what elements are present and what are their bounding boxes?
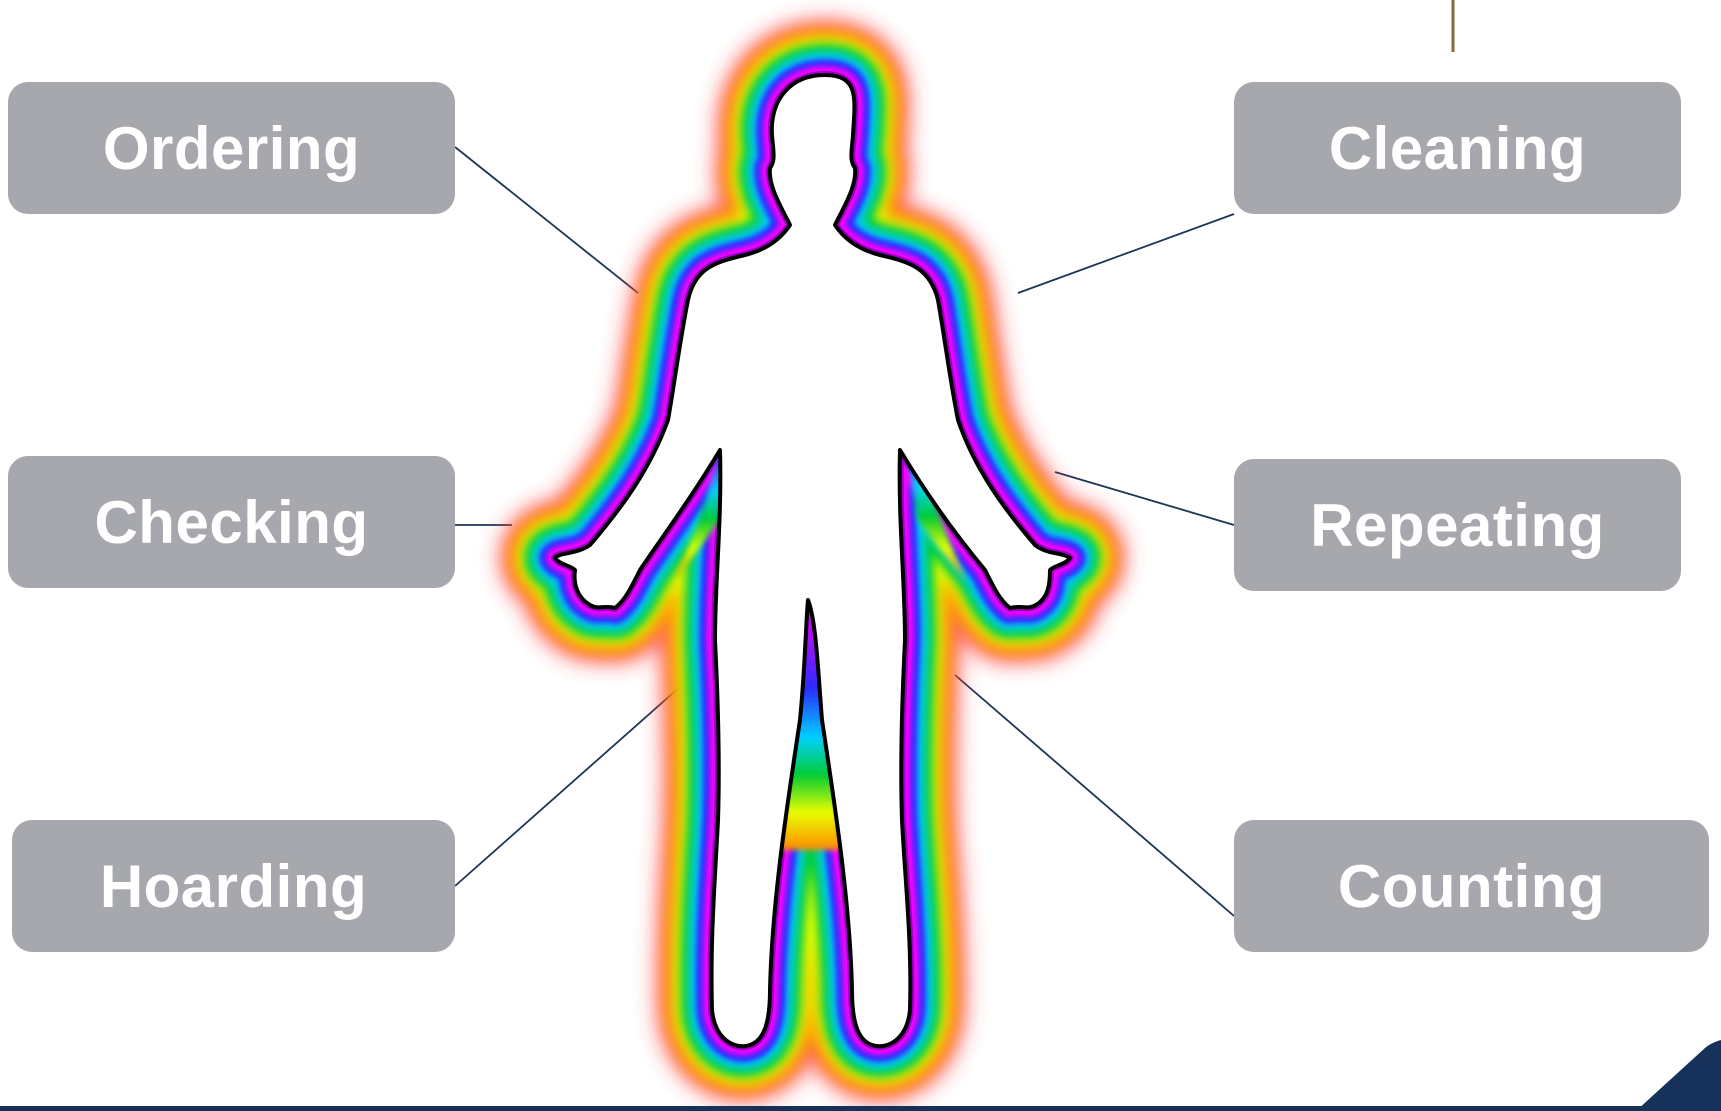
label-hoarding: Hoarding <box>12 820 455 952</box>
label-cleaning: Cleaning <box>1234 82 1681 214</box>
connector-hoarding <box>455 678 690 886</box>
label-checking-text: Checking <box>94 488 368 557</box>
label-repeating-text: Repeating <box>1310 491 1605 560</box>
connector-ordering <box>455 147 638 293</box>
label-hoarding-text: Hoarding <box>100 852 367 921</box>
label-counting-text: Counting <box>1338 852 1605 921</box>
label-checking: Checking <box>8 456 455 588</box>
corner-accent <box>1636 1040 1721 1111</box>
label-ordering-text: Ordering <box>103 114 360 183</box>
label-counting: Counting <box>1234 820 1709 952</box>
label-ordering: Ordering <box>8 82 455 214</box>
label-cleaning-text: Cleaning <box>1329 114 1586 183</box>
footer-bar <box>0 1106 1721 1111</box>
label-repeating: Repeating <box>1234 459 1681 591</box>
connector-counting <box>955 675 1234 916</box>
connector-cleaning <box>1018 214 1234 293</box>
